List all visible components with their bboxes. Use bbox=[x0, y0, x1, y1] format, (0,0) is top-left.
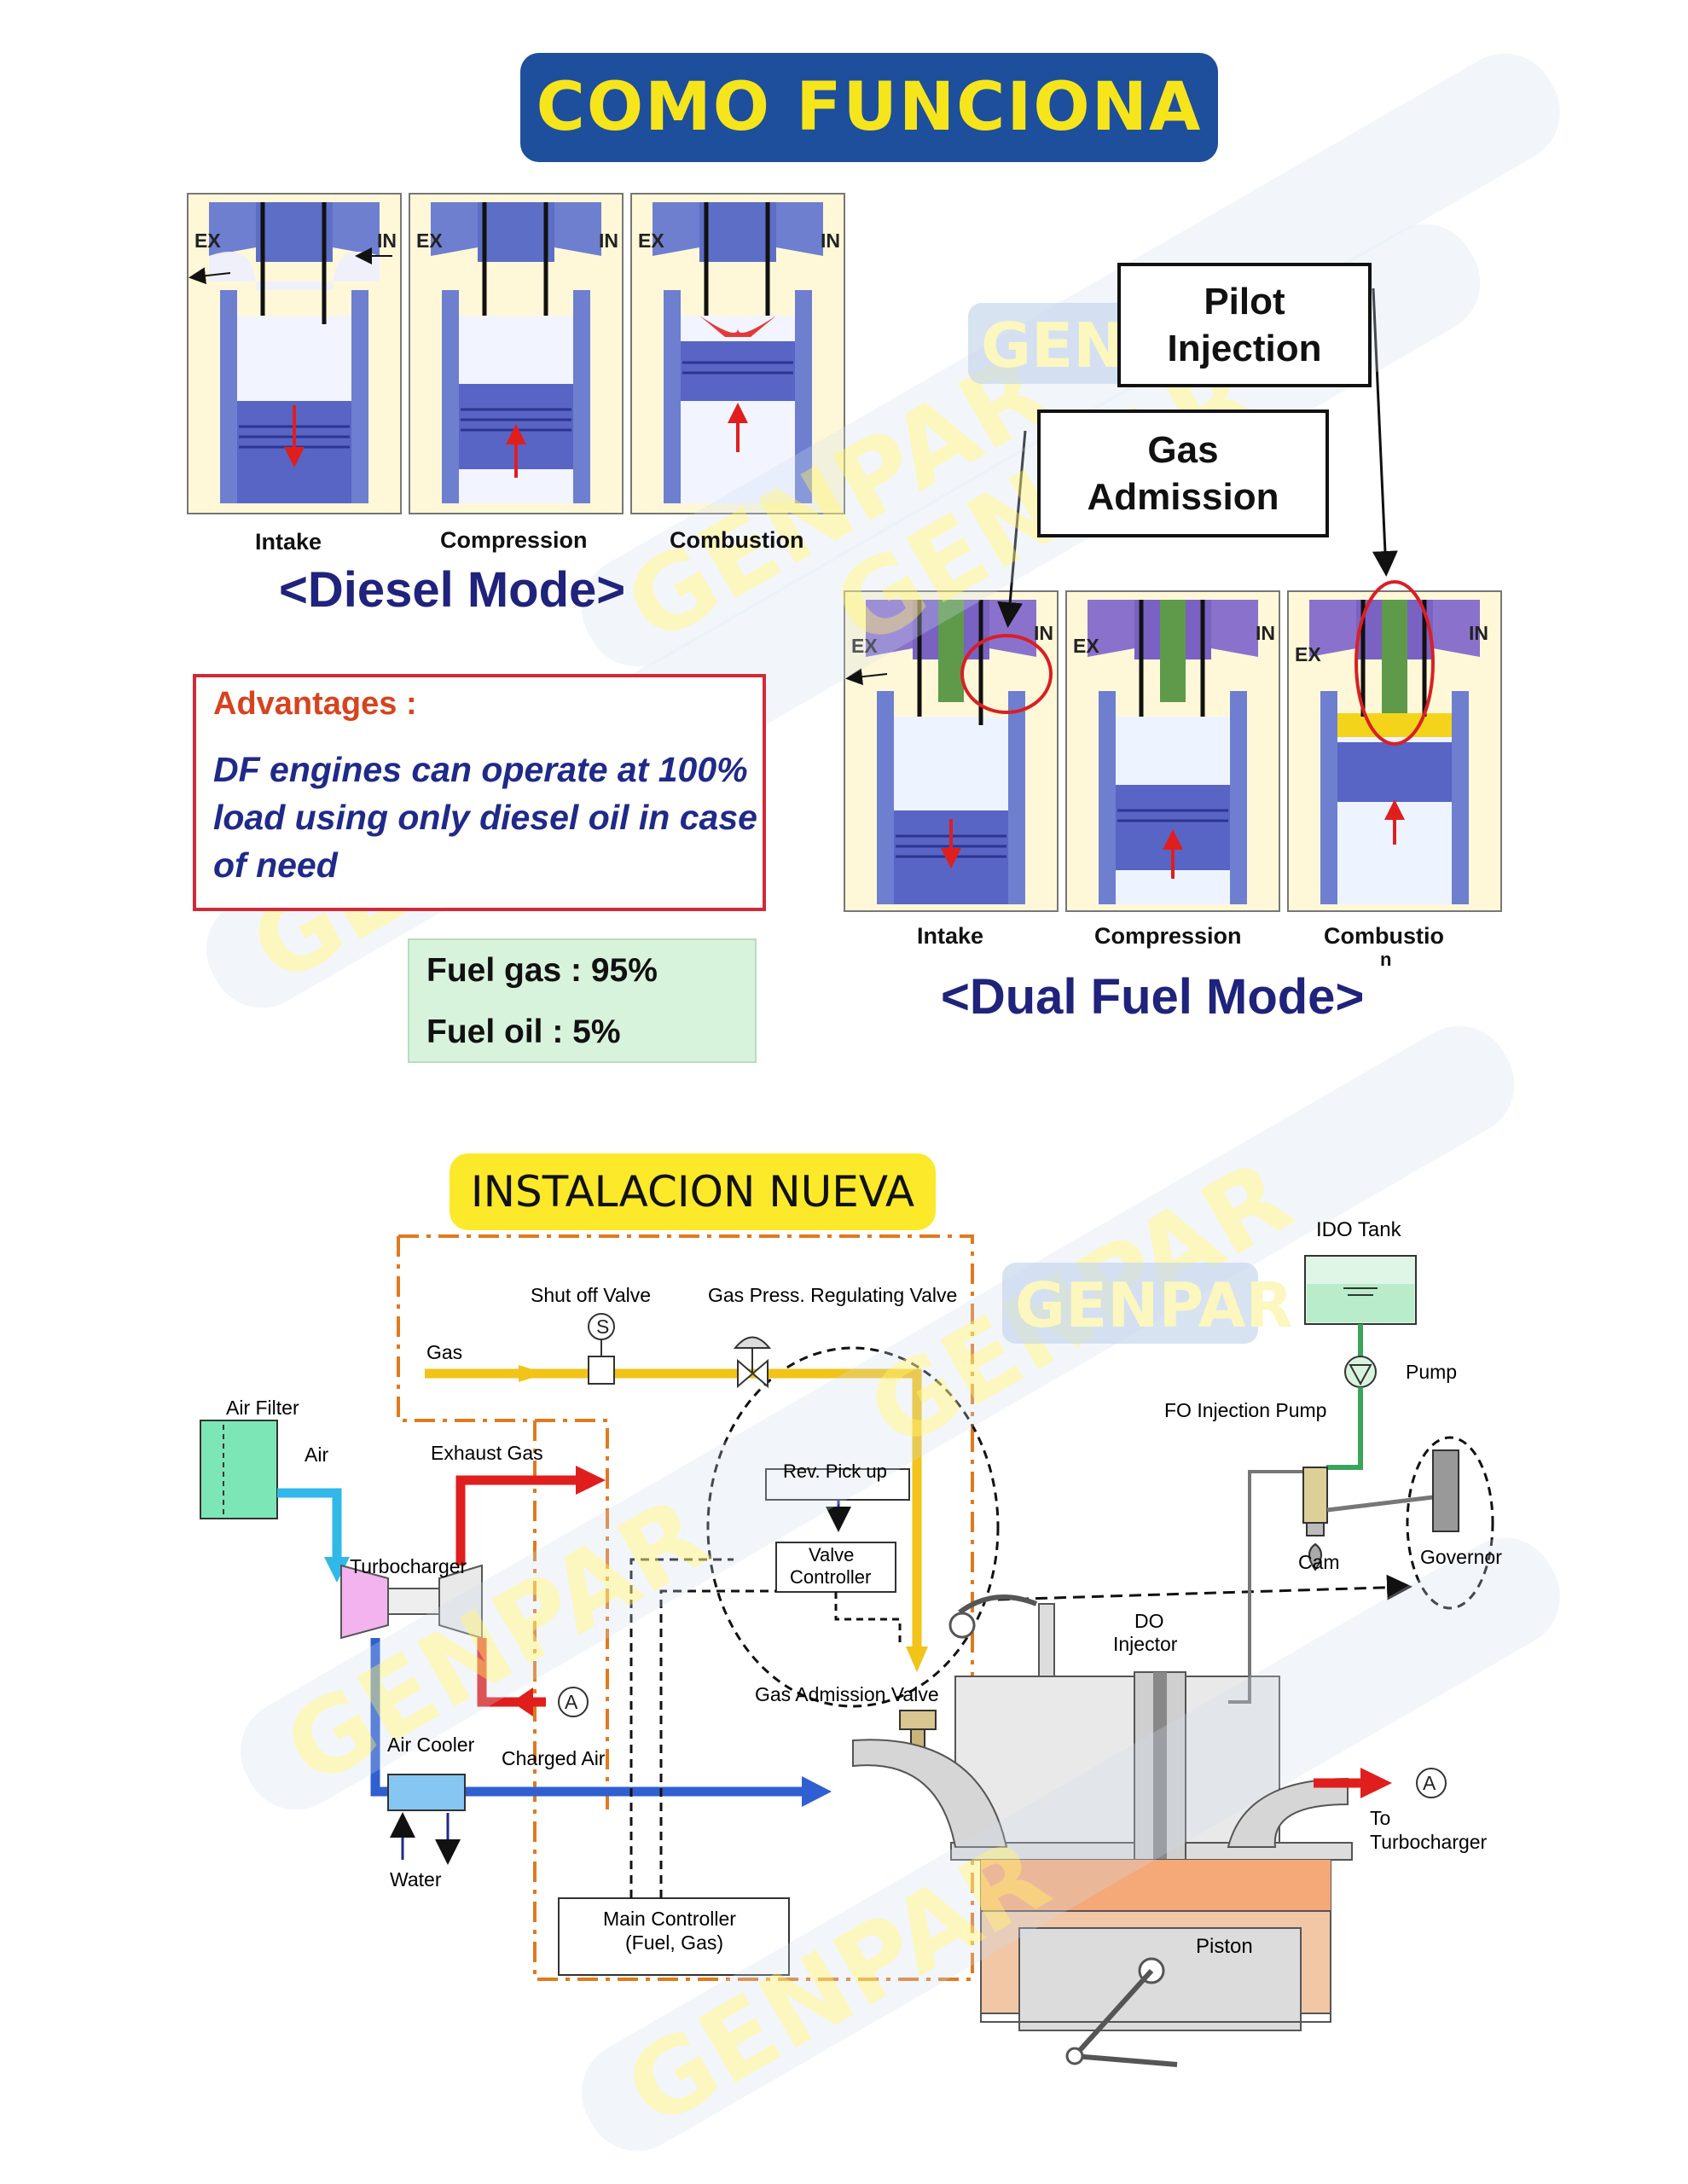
dual-cyl-compression: EX IN bbox=[1065, 590, 1280, 912]
diesel-step-combustion: Combustion bbox=[670, 527, 804, 553]
pilot-label-2: Injection bbox=[1167, 328, 1322, 369]
rev-pickup-box bbox=[765, 1468, 910, 1501]
svg-text:IN: IN bbox=[377, 229, 397, 252]
diesel-cyl-intake: EX IN bbox=[187, 193, 402, 514]
svg-text:EX: EX bbox=[1295, 643, 1321, 665]
main-controller-label-1: Main Controller bbox=[603, 1908, 736, 1930]
exhaust-gas-label: Exhaust Gas bbox=[431, 1442, 543, 1464]
svg-text:IN: IN bbox=[599, 229, 618, 252]
svg-text:EX: EX bbox=[416, 229, 443, 252]
valve-controller-box bbox=[775, 1542, 896, 1593]
air-filter-icon bbox=[200, 1420, 278, 1519]
cylinder-head bbox=[954, 1676, 1280, 1848]
shut-off-valve-body bbox=[588, 1356, 615, 1385]
diesel-step-compression: Compression bbox=[440, 527, 588, 553]
pilot-label-1: Pilot bbox=[1204, 281, 1285, 322]
air-cooler-label: Air Cooler bbox=[387, 1734, 475, 1756]
to-turbocharger-label-2: Turbocharger bbox=[1370, 1831, 1488, 1853]
exhaust-line bbox=[455, 1475, 580, 1565]
fo-injection-pump-label: FO Injection Pump bbox=[1164, 1399, 1327, 1421]
svg-text:A: A bbox=[1423, 1772, 1436, 1794]
gas-admission-pointer bbox=[997, 430, 1027, 628]
turbocharger-label: Turbocharger bbox=[350, 1555, 467, 1577]
do-injector-label-1: DO bbox=[1134, 1610, 1164, 1632]
cam-label: Cam bbox=[1298, 1551, 1340, 1573]
valve-controller-label-2: Controller bbox=[790, 1566, 872, 1588]
diesel-cyl-compression: EX IN bbox=[409, 193, 624, 514]
fuel-oil-ratio: Fuel oil : 5% bbox=[426, 1014, 621, 1050]
diesel-mode-label: <Diesel Mode> bbox=[279, 562, 626, 618]
valve-controller-label-1: Valve bbox=[809, 1544, 855, 1565]
dual-step-combustion: Combustio bbox=[1324, 923, 1444, 949]
pump-label: Pump bbox=[1406, 1361, 1458, 1383]
svg-text:EX: EX bbox=[638, 229, 664, 252]
pilot-injection-box: Pilot Injection bbox=[1117, 263, 1372, 387]
fuel-ratio-box: Fuel gas : 95% Fuel oil : 5% bbox=[408, 938, 757, 1063]
rev-pickup-label: Rev. Pick up bbox=[783, 1461, 887, 1482]
svg-text:EX: EX bbox=[851, 635, 878, 657]
advantages-heading: Advantages : bbox=[213, 686, 417, 722]
air-line bbox=[277, 1488, 342, 1561]
gas-admission-valve-label: Gas Admission Valve bbox=[755, 1683, 939, 1705]
control-loop-outline bbox=[706, 1346, 1000, 1708]
solenoid-icon bbox=[588, 1313, 615, 1340]
gas-admission-box: Gas Admission bbox=[1037, 410, 1329, 537]
advantages-box: Advantages : DF engines can operate at 1… bbox=[193, 674, 766, 911]
diesel-cylinders: EX IN EX IN EX IN bbox=[187, 193, 845, 514]
svg-text:IN: IN bbox=[1256, 622, 1275, 644]
svg-text:A: A bbox=[565, 1691, 578, 1713]
gas-label-1: Gas bbox=[1147, 429, 1219, 471]
diesel-cyl-combustion: EX IN bbox=[630, 193, 845, 514]
air-cooler-icon bbox=[387, 1774, 466, 1811]
governor-icon bbox=[1432, 1449, 1459, 1532]
gas-label: Gas bbox=[426, 1341, 463, 1363]
governor-outline bbox=[1406, 1436, 1494, 1610]
cam-icon bbox=[1308, 1542, 1322, 1571]
svg-text:EX: EX bbox=[194, 229, 221, 252]
dual-mode-label: <Dual Fuel Mode> bbox=[941, 969, 1365, 1025]
diesel-step-intake: Intake bbox=[255, 529, 322, 555]
main-controller-label-2: (Fuel, Gas) bbox=[625, 1931, 724, 1954]
gas-label-2: Admission bbox=[1087, 476, 1279, 518]
gas-admission-valve-icon bbox=[899, 1710, 937, 1730]
piston-label: Piston bbox=[1196, 1935, 1253, 1958]
main-controller-box bbox=[558, 1897, 790, 1976]
water-label: Water bbox=[390, 1868, 442, 1891]
svg-text:S: S bbox=[596, 1316, 609, 1338]
dual-cylinders: EX IN EX IN bbox=[844, 288, 1502, 912]
do-injector-label-2: Injector bbox=[1113, 1633, 1178, 1655]
shut-off-valve-label: Shut off Valve bbox=[531, 1284, 652, 1306]
charged-air-label: Charged Air bbox=[502, 1747, 606, 1769]
advantages-body: DF engines can operate at 100% load usin… bbox=[213, 750, 757, 885]
air-filter-label: Air Filter bbox=[226, 1397, 299, 1419]
dual-step-combustion-wrap: n bbox=[1380, 949, 1392, 970]
charged-air-line bbox=[370, 1638, 810, 1797]
svg-text:EX: EX bbox=[1073, 635, 1099, 657]
svg-text:IN: IN bbox=[1469, 622, 1488, 644]
dual-step-intake: Intake bbox=[917, 923, 984, 949]
main-title: COMO FUNCIONA bbox=[520, 53, 1218, 162]
gas-press-regulating-valve-label: Gas Press. Regulating Valve bbox=[708, 1284, 958, 1306]
svg-text:IN: IN bbox=[1034, 622, 1053, 644]
section-title-instalacion: INSTALACION NUEVA bbox=[450, 1153, 936, 1230]
pilot-injection-pointer bbox=[1372, 288, 1398, 577]
svg-text:IN: IN bbox=[821, 229, 840, 252]
to-turbocharger-label-1: To bbox=[1370, 1807, 1391, 1829]
schematic: S A bbox=[200, 1234, 1494, 2067]
governor-label: Governor bbox=[1420, 1546, 1502, 1568]
air-label: Air bbox=[305, 1443, 329, 1466]
svg-text:GENPAR: GENPAR bbox=[1015, 1269, 1293, 1341]
dual-step-compression: Compression bbox=[1094, 923, 1242, 949]
turbocharger-icon bbox=[340, 1564, 389, 1640]
fuel-gas-ratio: Fuel gas : 95% bbox=[426, 952, 658, 989]
fo-injection-pump-icon bbox=[1302, 1467, 1328, 1524]
dual-cyl-intake: EX IN bbox=[844, 590, 1059, 912]
dual-cyl-combustion: EX IN bbox=[1287, 580, 1502, 912]
ido-tank-label: IDO Tank bbox=[1316, 1218, 1401, 1241]
